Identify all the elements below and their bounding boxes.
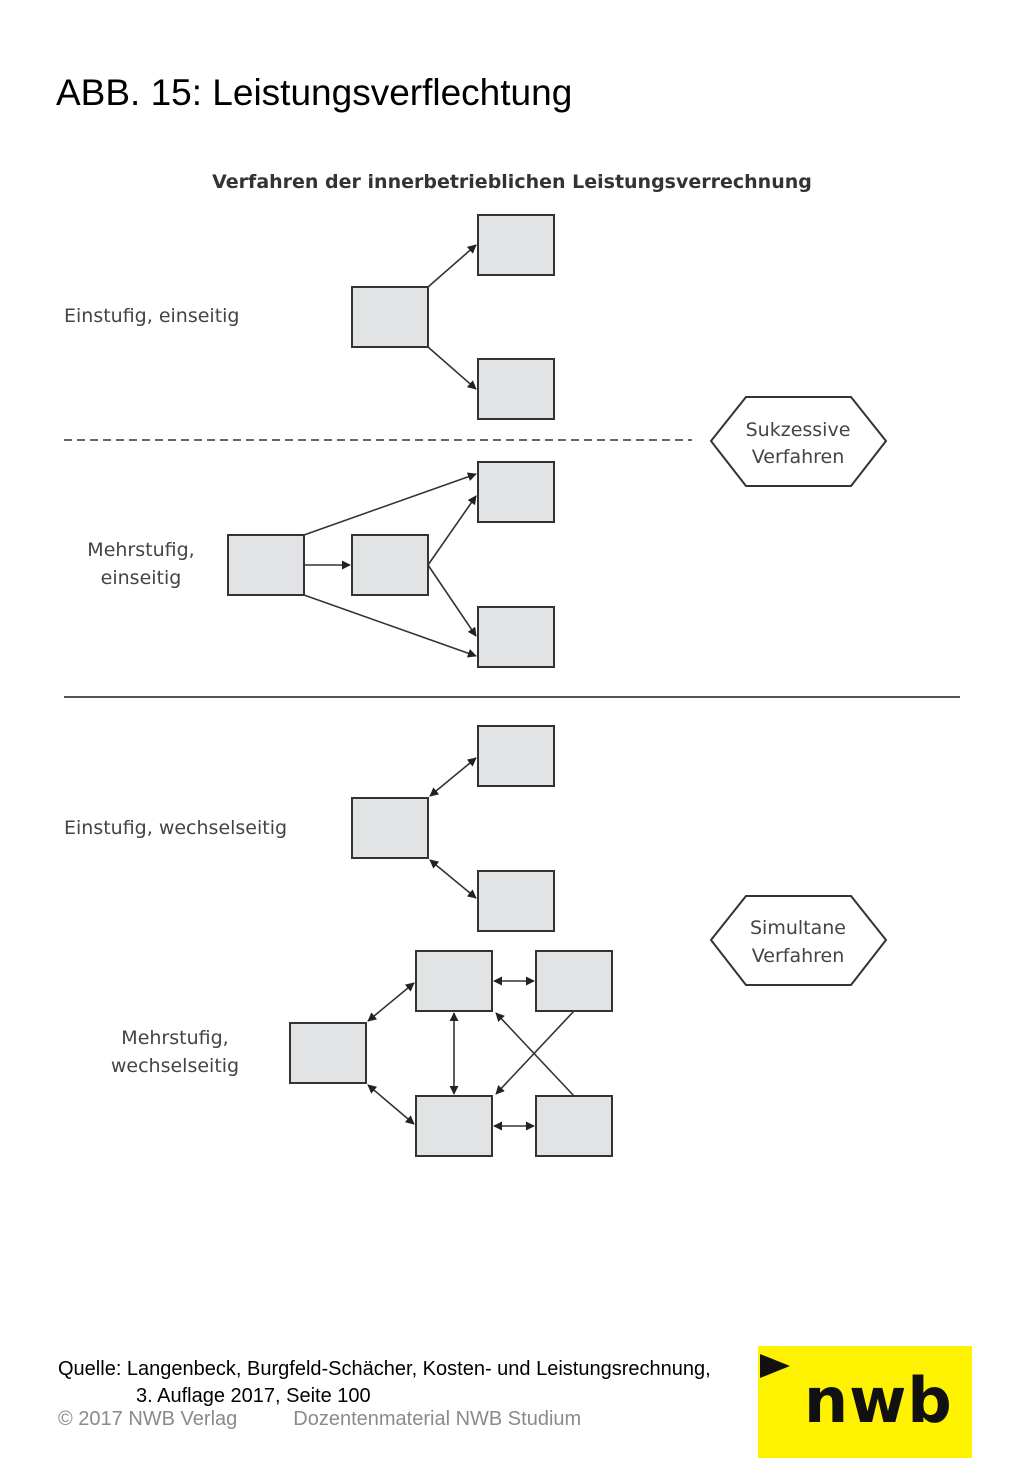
flow-arrow-bidirectional: [367, 1084, 415, 1125]
flow-arrow: [303, 472, 477, 536]
source-line-2: 3. Auflage 2017, Seite 100: [136, 1385, 371, 1407]
flow-arrow-bidirectional: [429, 757, 477, 797]
cost-center-box: [415, 1095, 493, 1157]
cost-center-box: [477, 606, 555, 668]
flow-arrow: [427, 346, 477, 390]
logo-wordmark: nwb: [804, 1364, 953, 1437]
flow-arrow: [303, 594, 477, 658]
source-citation: Quelle: Langenbeck, Burgfeld-Schächer, K…: [58, 1356, 711, 1410]
cost-center-box: [477, 358, 555, 420]
nwb-logo: nwb: [758, 1346, 972, 1458]
source-line-1: Quelle: Langenbeck, Burgfeld-Schächer, K…: [58, 1358, 711, 1380]
flow-arrow: [427, 495, 477, 566]
row-label-einstufig-einseitig: Einstufig, einseitig: [64, 305, 240, 327]
row-label-einstufig-wechselseitig: Einstufig, wechselseitig: [64, 817, 287, 839]
group-label-sukzessive-1: Sukzessive: [746, 419, 851, 441]
group-hexagon-simultane: [709, 895, 888, 986]
footer-material: Dozentenmaterial NWB Studium: [293, 1408, 582, 1430]
group-label-simultane-2: Verfahren: [752, 945, 845, 967]
footer: © 2017 NWB Verlag Dozentenmaterial NWB St…: [58, 1408, 581, 1431]
cost-center-box: [477, 870, 555, 932]
cost-center-box: [351, 534, 429, 596]
cost-center-box: [535, 1095, 613, 1157]
cost-center-box: [227, 534, 305, 596]
diagram-title: Verfahren der innerbetrieblichen Leistun…: [212, 171, 812, 193]
group-label-simultane-1: Simultane: [750, 917, 846, 939]
cost-center-box: [535, 950, 613, 1012]
group-label-sukzessive-2: Verfahren: [752, 446, 845, 468]
flow-arrow: [427, 564, 477, 637]
cost-center-box: [477, 214, 555, 276]
slide-title: ABB. 15: Leistungsverflechtung: [56, 72, 573, 113]
row-label-mehrstufig-einseitig-1: Mehrstufig,: [87, 539, 194, 561]
cost-center-box: [351, 286, 429, 348]
cost-center-box: [351, 797, 429, 859]
flow-arrow-bidirectional: [429, 859, 477, 899]
flow-arrow: [427, 244, 477, 288]
footer-copyright: © 2017 NWB Verlag: [58, 1408, 238, 1430]
cost-center-box: [477, 725, 555, 787]
row-label-mehrstufig-wechselseitig-1: Mehrstufig,: [121, 1027, 228, 1049]
flow-arrow: [495, 1010, 575, 1095]
cost-center-box: [477, 461, 555, 523]
flow-arrow-bidirectional: [367, 982, 415, 1022]
group-hexagon-sukzessive: [709, 396, 888, 487]
play-arrow-icon: [760, 1354, 790, 1378]
process-diagram: Verfahren der innerbetrieblichen Leistun…: [64, 171, 960, 1157]
row-label-mehrstufig-wechselseitig-2: wechselseitig: [111, 1055, 239, 1077]
cost-center-box: [289, 1022, 367, 1084]
flow-arrow: [495, 1012, 575, 1097]
row-label-mehrstufig-einseitig-2: einseitig: [101, 567, 182, 589]
cost-center-box: [415, 950, 493, 1012]
